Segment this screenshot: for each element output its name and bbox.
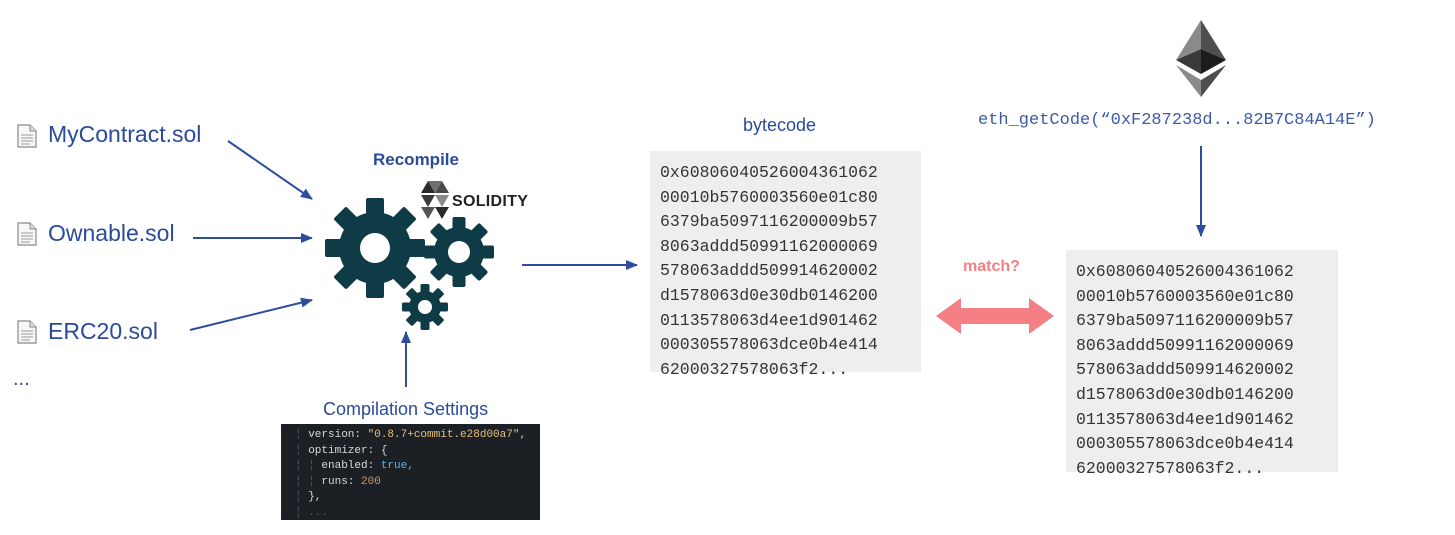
ethereum-logo-icon [1176, 20, 1226, 97]
settings-close: }, [308, 491, 322, 503]
onchain-bytecode-line: d1578063d0e30db0146200 [1076, 384, 1294, 404]
file-ownable: Ownable.sol [48, 220, 175, 246]
bytecode-line: 00010b5760003560e01c80 [660, 187, 878, 207]
solidity-logo-icon [421, 181, 449, 219]
settings-version-key: version: [308, 429, 362, 441]
onchain-bytecode-line: 578063addd509914620002 [1076, 360, 1294, 380]
onchain-bytecode-box: 0x60806040526004361062 00010b5760003560e… [1066, 250, 1338, 478]
bytecode-line: d1578063d0e30db0146200 [660, 285, 878, 305]
onchain-bytecode-line: 00010b5760003560e01c80 [1076, 286, 1294, 306]
settings-optimizer-key: optimizer: [308, 444, 375, 457]
settings-version-value: "0.8.7+commit.e28d00a7", [367, 429, 527, 441]
solidity-label: SOLIDITY [452, 193, 529, 210]
document-icon [17, 124, 37, 148]
file-erc20: ERC20.sol [48, 318, 158, 344]
document-icon [17, 222, 37, 246]
onchain-bytecode-line: 000305578063dce0b4e414 [1076, 434, 1294, 454]
bytecode-line: 8063addd50991162000069 [660, 236, 878, 256]
match-double-arrow [936, 298, 1054, 334]
onchain-bytecode-line: 6379ba5097116200009b57 [1076, 311, 1294, 331]
eth-getcode-call: eth_getCode(“0xF287238d...82B7C84A14E”) [978, 111, 1376, 130]
bytecode-line: 0x60806040526004361062 [660, 163, 878, 182]
compiled-bytecode-box: 0x60806040526004361062 00010b5760003560e… [650, 151, 921, 379]
settings-runs-key: runs: [321, 475, 355, 488]
recompile-label: Recompile [373, 150, 459, 169]
onchain-bytecode-line: 0x60806040526004361062 [1076, 262, 1294, 281]
bytecode-line: 000305578063dce0b4e414 [660, 335, 878, 355]
onchain-bytecode-line: 8063addd50991162000069 [1076, 335, 1294, 355]
onchain-bytecode-line: 62000327578063f2... [1076, 458, 1265, 478]
settings-enabled-key: enabled: [321, 460, 375, 472]
settings-ellipsis: ... [308, 506, 329, 519]
arrow-erc20-to-compiler [189, 297, 313, 331]
settings-runs-value: 200 [361, 475, 381, 488]
bytecode-line: 578063addd509914620002 [660, 261, 878, 281]
match-label: match? [963, 258, 1020, 275]
arrow-mycontract-to-compiler [227, 140, 313, 200]
compilation-settings-label: Compilation Settings [323, 399, 489, 419]
settings-optimizer-open: { [380, 444, 388, 457]
compiler-gears-icon [325, 198, 494, 330]
settings-enabled-value: true, [380, 460, 414, 472]
file-mycontract: MyContract.sol [48, 121, 202, 147]
bytecode-line: 6379ba5097116200009b57 [660, 212, 878, 232]
bytecode-line: 62000327578063f2... [660, 359, 849, 379]
files-more-ellipsis: ... [13, 368, 30, 390]
compilation-settings-code: ¦ version: "0.8.7+commit.e28d00a7", ¦ op… [281, 424, 540, 520]
bytecode-line: 0113578063d4ee1d901462 [660, 310, 878, 330]
onchain-bytecode-line: 0113578063d4ee1d901462 [1076, 409, 1294, 429]
bytecode-label: bytecode [743, 115, 817, 135]
document-icon [17, 320, 37, 344]
